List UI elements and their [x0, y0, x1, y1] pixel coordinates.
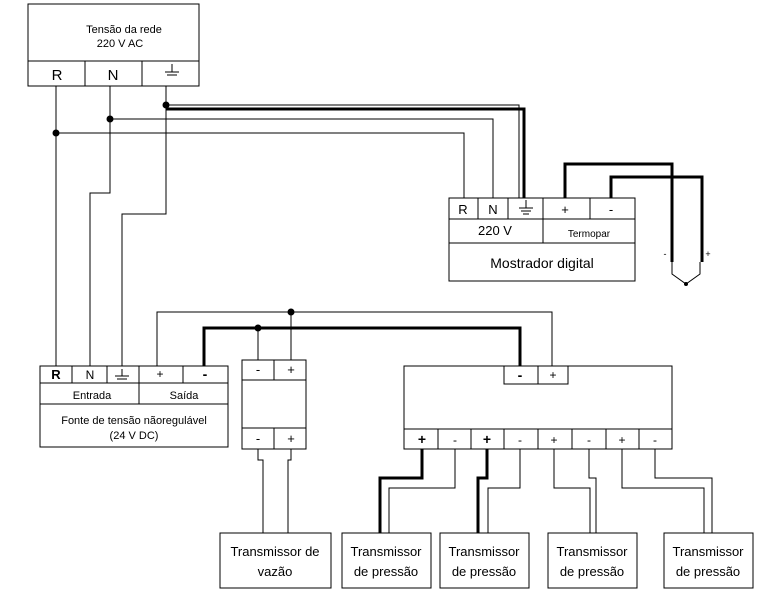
wire-p2-plus	[478, 449, 487, 533]
pressure-transmitter-1-line2: de pressão	[354, 564, 418, 579]
pressure-transmitter-4-box: Transmissor de pressão	[664, 533, 753, 588]
wire-p2-minus	[488, 449, 520, 533]
probe-minus-label: -	[664, 249, 667, 259]
junction-r	[53, 130, 60, 137]
flow-top-minus: -	[256, 362, 260, 377]
flow-top-plus: +	[287, 362, 295, 377]
pressure-out-4-plus: +	[618, 433, 625, 447]
display-thermocouple-label: Termopar	[568, 229, 611, 240]
flow-transmitter-box: Transmissor de vazão	[220, 533, 331, 588]
mains-terminal-n: N	[108, 67, 119, 84]
flow-bottom-minus: -	[256, 431, 260, 446]
display-terminal-n: N	[488, 202, 497, 217]
digital-display-box: R N + - 220 V Termopar Mostrador digital	[449, 198, 635, 281]
psu-terminal-plus: +	[156, 367, 163, 381]
junction-n	[107, 116, 114, 123]
wire-p4-plus	[622, 449, 704, 533]
wire-p3-plus	[554, 449, 590, 533]
pressure-supply-minus: -	[518, 367, 523, 383]
flow-bottom-plus: +	[287, 431, 295, 446]
pressure-transmitter-2-line2: de pressão	[452, 564, 516, 579]
probe-junction	[684, 282, 688, 286]
wire-psu-plus	[157, 312, 552, 366]
pressure-transmitter-2-line1: Transmissor	[448, 544, 520, 559]
wire-flow-b	[288, 449, 291, 533]
wire-r-to-display	[56, 133, 464, 198]
wire-p4-minus	[655, 449, 712, 533]
wiring	[53, 86, 713, 533]
mains-terminal-r: R	[52, 67, 63, 84]
pressure-out-3-minus: -	[587, 433, 591, 447]
wire-mains-n	[90, 86, 110, 366]
pressure-transmitter-2-box: Transmissor de pressão	[440, 533, 529, 588]
psu-output-label: Saída	[170, 390, 200, 402]
psu-terminal-minus: -	[203, 366, 208, 382]
display-terminal-minus: -	[609, 202, 613, 217]
display-terminal-plus: +	[561, 202, 569, 217]
wire-n-to-display	[110, 119, 493, 198]
flow-transmitter-line1: Transmissor de	[230, 544, 319, 559]
display-terminal-r: R	[458, 202, 467, 217]
thermocouple-probe	[672, 262, 700, 284]
pressure-supply-plus: +	[549, 368, 556, 382]
flow-isolator-box: - + - +	[242, 360, 306, 449]
display-voltage: 220 V	[478, 223, 512, 238]
wire-flow-a	[258, 449, 263, 533]
pressure-isolator-box: - + + - + - + - + -	[404, 366, 672, 449]
psu-terminal-r: R	[51, 367, 61, 382]
mains-supply-box: Tensão da rede 220 V AC R N	[28, 4, 199, 86]
wire-p1-plus	[380, 449, 422, 533]
display-name: Mostrador digital	[490, 255, 594, 271]
mains-voltage: 220 V AC	[97, 38, 144, 50]
junction-ground	[163, 102, 170, 109]
wire-mains-ground	[122, 86, 166, 366]
junction-minus	[255, 325, 262, 332]
psu-terminal-n: N	[86, 368, 95, 382]
pressure-out-3-plus: +	[550, 433, 557, 447]
pressure-transmitter-3-line2: de pressão	[560, 564, 624, 579]
pressure-out-1-minus: -	[453, 433, 457, 447]
junction-plus	[288, 309, 295, 316]
pressure-transmitter-3-line1: Transmissor	[556, 544, 628, 559]
wire-ground-to-display-bold	[166, 109, 524, 198]
pressure-out-2-minus: -	[518, 433, 522, 447]
pressure-out-1-plus: +	[418, 431, 426, 447]
psu-name: Fonte de tensão nãoregulável	[61, 415, 207, 427]
pressure-out-2-plus: +	[483, 431, 491, 447]
pressure-transmitter-4-line1: Transmissor	[672, 544, 744, 559]
psu-input-label: Entrada	[73, 390, 112, 402]
pressure-transmitter-1-box: Transmissor de pressão	[342, 533, 431, 588]
pressure-out-4-minus: -	[653, 433, 657, 447]
pressure-transmitter-4-line2: de pressão	[676, 564, 740, 579]
psu-rating: (24 V DC)	[110, 430, 159, 442]
pressure-transmitter-3-box: Transmissor de pressão	[548, 533, 637, 588]
power-supply-box: R N + - Entrada Saída Fonte de tensão nã…	[40, 366, 228, 447]
pressure-transmitter-1-line1: Transmissor	[350, 544, 422, 559]
flow-transmitter-line2: vazão	[258, 564, 293, 579]
mains-title: Tensão da rede	[86, 24, 162, 36]
probe-plus-label: +	[705, 249, 710, 259]
